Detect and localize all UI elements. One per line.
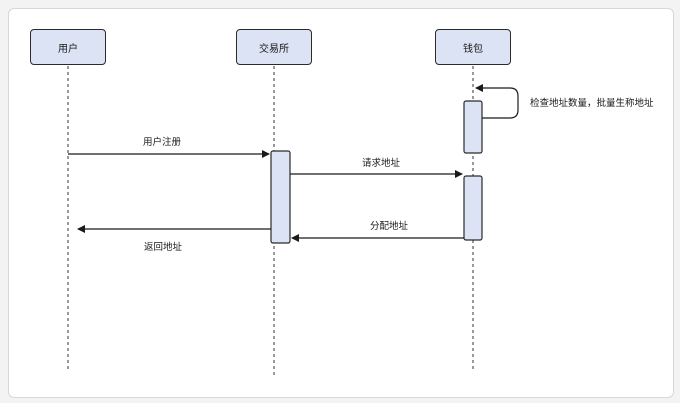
actor-wallet: 钱包 xyxy=(435,29,511,65)
activation-wallet-1 xyxy=(463,100,483,154)
actor-user-label: 用户 xyxy=(58,43,78,55)
actor-wallet-label: 钱包 xyxy=(463,43,483,55)
message-self-check-label: 检查地址数量，批量生称地址 xyxy=(530,98,654,109)
activation-wallet-2 xyxy=(463,175,483,241)
actor-exchange: 交易所 xyxy=(236,29,312,65)
diagram-canvas xyxy=(8,8,674,398)
arrow-self-check xyxy=(475,84,519,119)
activation-exchange xyxy=(270,150,291,244)
actor-user: 用户 xyxy=(30,29,106,65)
message-return-address-label: 返回地址 xyxy=(144,242,183,253)
message-register-label: 用户注册 xyxy=(143,137,182,148)
message-request-address-label: 请求地址 xyxy=(362,158,401,169)
message-allocate-address-label: 分配地址 xyxy=(370,221,409,232)
actor-exchange-label: 交易所 xyxy=(259,43,289,55)
